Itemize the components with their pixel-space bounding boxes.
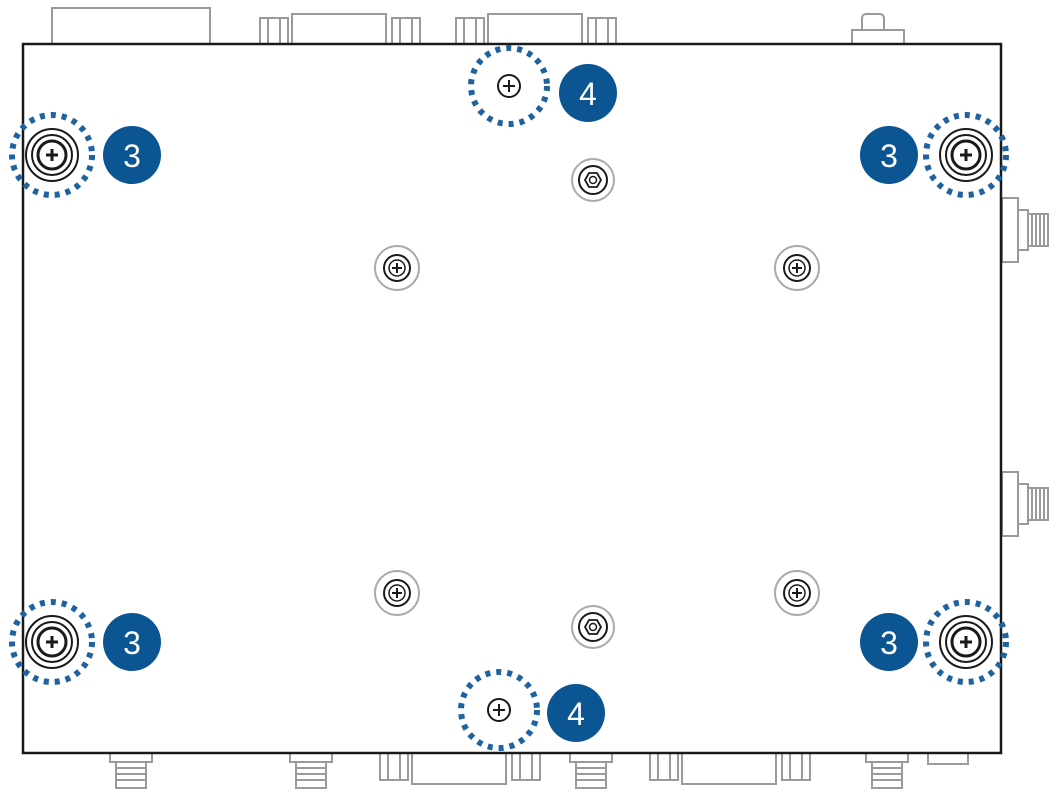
bottom-connectors xyxy=(109,751,969,789)
corner-screw-bottom-right xyxy=(923,599,1009,685)
bottom-antenna-2 xyxy=(289,751,333,789)
callout-label: 3 xyxy=(123,625,141,661)
standoff-nut xyxy=(571,158,615,202)
callout-label: 3 xyxy=(880,138,898,174)
mount-screw xyxy=(774,570,820,616)
callout-label: 3 xyxy=(880,625,898,661)
callout-badge-4-bottom: 4 xyxy=(547,684,605,742)
top-port-large xyxy=(51,7,211,45)
top-serial-port-2 xyxy=(455,13,617,45)
antenna-connector-lower xyxy=(1001,471,1049,537)
callout-badge-3-bottom-left: 3 xyxy=(103,613,161,671)
antenna-connector-upper xyxy=(1001,197,1049,263)
callout-badge-3-top-left: 3 xyxy=(103,126,161,184)
mount-screw xyxy=(374,245,420,291)
corner-screw-top-right xyxy=(923,112,1009,198)
mount-screw xyxy=(774,245,820,291)
bottom-antenna-4 xyxy=(865,751,909,789)
bottom-antenna-3 xyxy=(569,751,613,789)
mount-screw xyxy=(374,570,420,616)
right-antenna-connectors xyxy=(1001,197,1049,537)
callout-label: 3 xyxy=(123,138,141,174)
top-connectors xyxy=(51,7,905,45)
bottom-antenna-1 xyxy=(109,751,153,789)
edge-screw-top xyxy=(468,45,550,127)
corner-screw-bottom-left xyxy=(9,599,95,685)
top-serial-port-1 xyxy=(259,13,421,45)
callout-badge-3-bottom-right: 3 xyxy=(860,613,918,671)
callout-badge-3-top-right: 3 xyxy=(860,126,918,184)
bottom-serial-port-1 xyxy=(379,751,541,785)
corner-screw-top-left xyxy=(9,112,95,198)
bottom-serial-port-2 xyxy=(649,751,811,785)
top-power-connector xyxy=(851,13,905,45)
chassis-outline xyxy=(21,42,1003,755)
standoff-nut xyxy=(571,605,615,649)
edge-screw-bottom xyxy=(458,669,540,751)
callout-label: 4 xyxy=(567,696,585,732)
callout-badge-4-top: 4 xyxy=(559,64,617,122)
callout-label: 4 xyxy=(579,76,597,112)
